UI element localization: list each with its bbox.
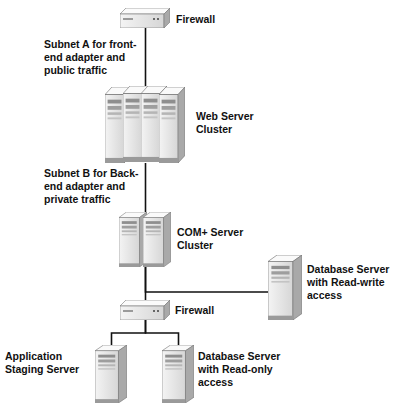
server-icon	[159, 87, 185, 163]
firewall-node: Firewall	[120, 8, 170, 28]
network-link	[145, 267, 147, 300]
server-icon	[143, 212, 171, 267]
firewall-icon	[120, 8, 170, 28]
network-link	[146, 320, 179, 345]
server-icon	[119, 212, 147, 267]
node-label: Firewall	[176, 13, 236, 26]
network-link	[112, 320, 146, 345]
link-label: Subnet A for front-end adapter and publi…	[44, 38, 144, 77]
server-icon	[95, 345, 127, 403]
link-label: Subnet B for Back-end adapter and privat…	[44, 167, 144, 206]
server-node: Database Server with Read-only access	[162, 345, 194, 403]
network-link	[146, 267, 269, 292]
node-label: COM+ Server Cluster	[177, 226, 251, 252]
firewall-icon	[120, 300, 170, 320]
network-link	[145, 163, 147, 212]
server-node: Database Server with Read-write access	[268, 255, 302, 320]
node-label: Web Server Cluster	[196, 110, 262, 136]
server-icon	[162, 345, 194, 403]
node-label: Database Server with Read-write access	[307, 263, 401, 302]
server-node: Application Staging Server	[95, 345, 127, 403]
server-icon	[268, 255, 302, 320]
network-link	[145, 28, 147, 86]
server-cluster-node: COM+ Server Cluster	[119, 212, 171, 267]
node-label: Database Server with Read-only access	[198, 350, 292, 389]
node-label: Application Staging Server	[5, 350, 89, 376]
firewall-node: Firewall	[120, 300, 170, 320]
node-label: Firewall	[175, 304, 235, 317]
server-cluster-node: Web Server Cluster	[105, 86, 185, 163]
